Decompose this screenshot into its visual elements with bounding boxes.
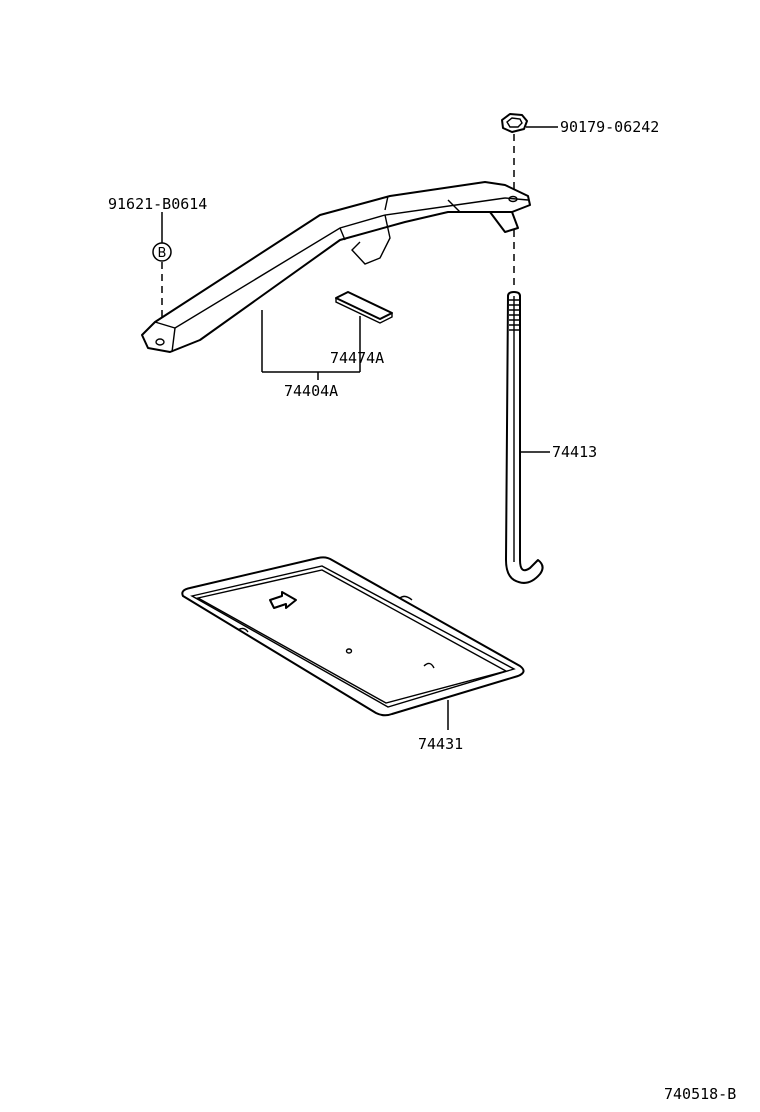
bolt-callout-letter: B [158, 246, 167, 261]
battery-tray-part [181, 556, 525, 730]
label-bolt-number: 91621-B0614 [108, 195, 207, 213]
diagram-reference-code: 740518-B [664, 1085, 736, 1103]
label-nut-number: 90179-06242 [560, 118, 659, 136]
clamp-pad-part [335, 291, 393, 324]
bolt-callout: B [152, 212, 172, 340]
hold-down-rod-part [505, 291, 550, 584]
nut-part [501, 113, 558, 133]
label-clamp-number: 74404A [284, 382, 338, 400]
clamp-leader-lines [261, 310, 361, 380]
battery-clamp-part [141, 181, 531, 353]
label-pad-number: 74474A [330, 349, 384, 367]
label-tray-number: 74431 [418, 735, 463, 753]
label-rod-number: 74413 [552, 443, 597, 461]
